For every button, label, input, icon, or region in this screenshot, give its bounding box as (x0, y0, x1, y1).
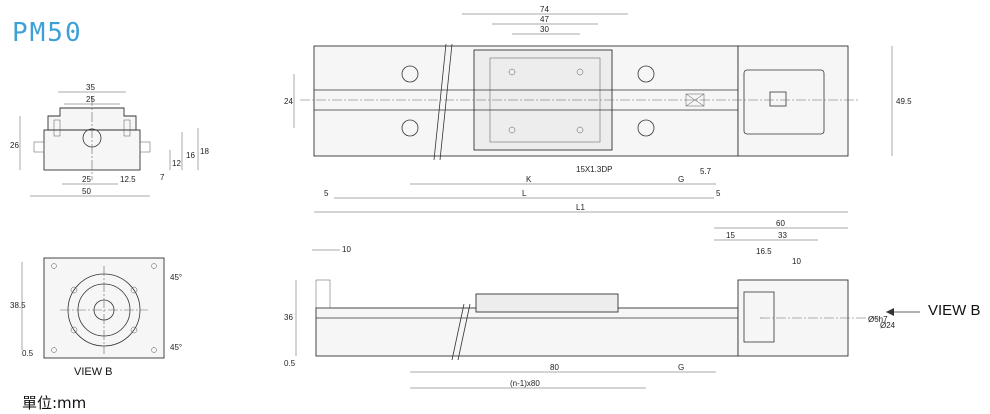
top-view: 74 47 30 24 49.5 15X1.3DP 5.7 K G L 5 5 … (284, 5, 912, 213)
dim-12-5: 12.5 (120, 175, 136, 184)
side-view-carriage (475, 293, 619, 313)
dim-L1: L1 (576, 203, 585, 212)
dim-47: 47 (540, 15, 549, 24)
dim-80: 80 (550, 363, 559, 372)
side-view: 10 36 0.5 80 G (n-1)x80 60 15 33 16.5 10… (284, 219, 920, 389)
dim-45-upper: 45° (170, 273, 182, 282)
dim-G: G (678, 175, 684, 184)
dim-30: 30 (540, 25, 549, 34)
dim-60: 60 (776, 219, 785, 228)
dim-7: 7 (160, 173, 165, 182)
dim-hole-callout: 15X1.3DP (576, 165, 612, 174)
dim-50: 50 (82, 187, 91, 196)
view-b-caption: VIEW B (74, 366, 113, 378)
dim-12: 12 (172, 159, 181, 168)
dim-L: L (522, 189, 527, 198)
dim-49-5: 49.5 (896, 97, 912, 106)
dim-15: 15 (726, 231, 735, 240)
top-view-motor (737, 45, 849, 157)
dim-5-7: 5.7 (700, 167, 712, 176)
dim-5-right: 5 (716, 189, 721, 198)
dim-25-top: 25 (86, 95, 95, 104)
dim-45-lower: 45° (170, 343, 182, 352)
dim-0-5-viewb: 0.5 (22, 349, 34, 358)
dim-35: 35 (86, 83, 95, 92)
side-view-rail-body (315, 307, 739, 357)
dim-18: 18 (200, 147, 209, 156)
dim-10-motor: 10 (792, 257, 801, 266)
dim-n-pitch: (n-1)x80 (510, 379, 540, 388)
unit-label: 單位:mm (22, 394, 87, 412)
dim-33: 33 (778, 231, 787, 240)
dim-5h7: Ø5h7 (868, 315, 888, 324)
dim-25-bottom: 25 (82, 175, 91, 184)
dim-38-5: 38.5 (10, 301, 26, 310)
view-b-arrow-label: VIEW B (928, 302, 981, 319)
model-title: PM50 (12, 18, 83, 48)
dim-26: 26 (10, 141, 19, 150)
dim-16: 16 (186, 151, 195, 160)
dim-16-5: 16.5 (756, 247, 772, 256)
dim-24-dia: Ø24 (880, 321, 896, 330)
dim-K: K (526, 175, 532, 184)
dim-36: 36 (284, 313, 293, 322)
dim-24: 24 (284, 97, 293, 106)
view-b: 38.5 0.5 45° 45° (10, 257, 182, 359)
dim-74: 74 (540, 5, 549, 14)
dim-G-side: G (678, 363, 684, 372)
end-view: 35 25 26 16 18 12 7 25 12.5 50 (10, 83, 209, 197)
dim-5-left: 5 (324, 189, 329, 198)
view-b-arrowhead (886, 308, 894, 316)
dim-0-5-side: 0.5 (284, 359, 296, 368)
dim-10-side: 10 (342, 245, 351, 254)
